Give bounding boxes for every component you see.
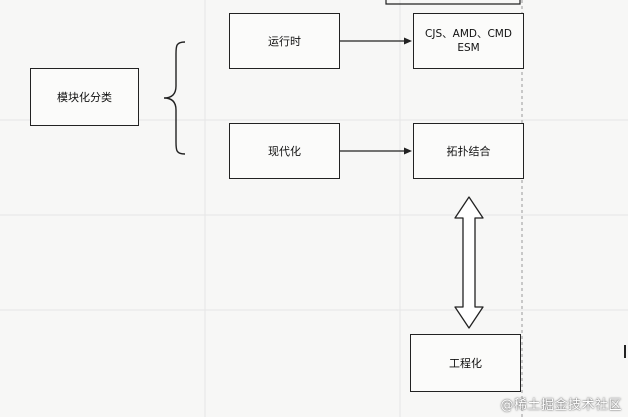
node-modern: 现代化: [229, 123, 340, 179]
curly-brace: [163, 41, 186, 155]
node-engineering-label: 工程化: [449, 356, 482, 370]
arrow-modern-to-topology: [340, 147, 412, 155]
node-topology: 拓扑结合: [413, 123, 524, 179]
arrow-runtime-to-formats: [340, 37, 412, 45]
node-module-classification: 模块化分类: [30, 68, 139, 126]
node-engineering: 工程化: [410, 334, 521, 392]
double-arrow-topology-engineering: [454, 196, 484, 329]
node-runtime-label: 运行时: [268, 34, 301, 48]
node-module-formats: CJS、AMD、CMD ESM: [413, 13, 524, 69]
watermark-text: @稀土掘金技术社区: [500, 398, 622, 413]
node-runtime: 运行时: [229, 13, 340, 69]
node-modern-label: 现代化: [268, 144, 301, 158]
node-topology-label: 拓扑结合: [446, 144, 491, 158]
node-module-classification-label: 模块化分类: [57, 90, 112, 104]
node-module-formats-label: CJS、AMD、CMD ESM: [425, 28, 512, 54]
cropped-box-edge: [385, 0, 521, 5]
